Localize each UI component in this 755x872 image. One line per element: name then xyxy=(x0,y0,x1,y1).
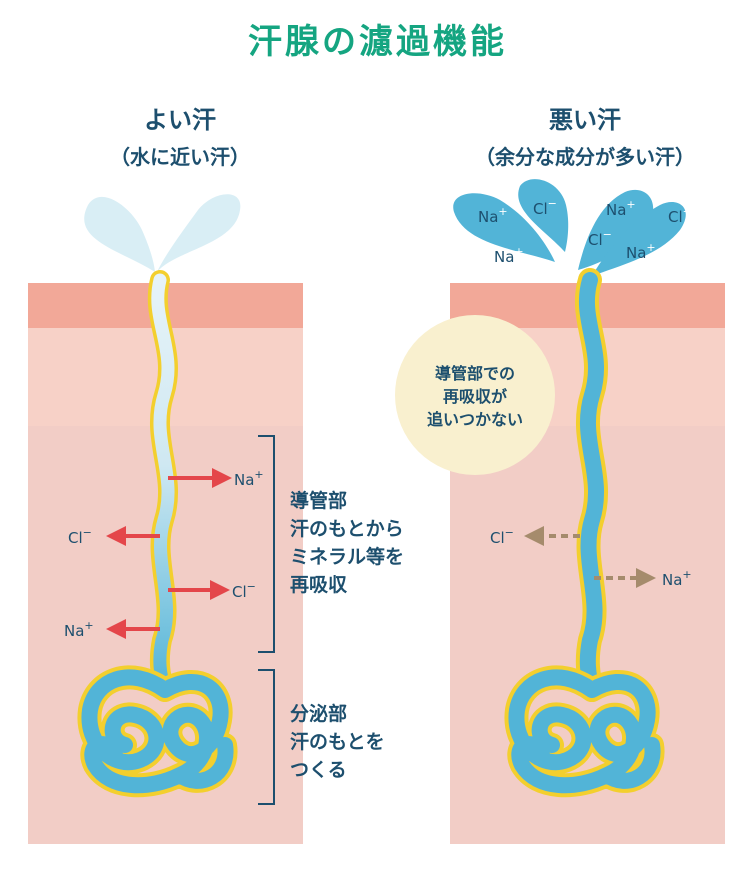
ion-label-na: Na+ xyxy=(494,245,524,266)
secretory-label: 分泌部 汗のもとを つくる xyxy=(290,700,385,784)
ion-label-cl: Cl− xyxy=(533,197,557,218)
duct-label-title: 導管部 xyxy=(290,490,348,512)
good-sweat-heading: よい汗 xyxy=(144,106,216,134)
bad-sweat-heading: 悪い汗 xyxy=(549,106,621,134)
ion-label-na: Na+ xyxy=(662,568,692,589)
ion-label-cl: Cl− xyxy=(232,580,256,601)
bubble-line: 再吸収が xyxy=(442,387,507,406)
bad-sweat-subheading: （余分な成分が多い汗） xyxy=(475,145,695,169)
salty-sweat-droplet xyxy=(592,201,686,276)
duct-label-line: 再吸収 xyxy=(290,574,348,596)
bubble-text: 導管部での 再吸収が 追いつかない xyxy=(400,362,550,431)
clear-sweat-droplet xyxy=(84,196,155,272)
secretory-label-line: つくる xyxy=(290,759,347,781)
ion-label-cl: Cl− xyxy=(490,526,514,547)
explanation-bubble xyxy=(395,315,555,475)
secretory-label-title: 分泌部 xyxy=(290,703,348,725)
salty-sweat-droplet xyxy=(578,189,654,270)
bubble-line: 導管部での xyxy=(434,364,515,383)
duct-bracket xyxy=(258,435,275,653)
clear-sweat-droplet xyxy=(157,194,241,272)
ion-label-na: Na+ xyxy=(606,198,636,219)
ion-label-na: Na+ xyxy=(64,619,94,640)
right-column-heading: 悪い汗 （余分な成分が多い汗） xyxy=(450,100,720,170)
bubble-line: 追いつかない xyxy=(426,410,523,429)
duct-label-line: ミネラル等を xyxy=(290,546,405,568)
left-column-heading: よい汗 （水に近い汗） xyxy=(60,100,300,170)
secretory-label-line: 汗のもとを xyxy=(290,731,385,753)
salty-sweat-droplets xyxy=(453,179,686,276)
ion-label-na: Na+ xyxy=(626,241,656,262)
right-secretory-coil xyxy=(504,665,665,798)
good-sweat-subheading: （水に近い汗） xyxy=(110,145,250,169)
right-sweat-duct xyxy=(574,268,608,702)
ion-label-cl: Cl− xyxy=(68,526,92,547)
salty-sweat-droplet xyxy=(453,193,555,262)
ion-label-na: Na+ xyxy=(234,468,264,489)
ion-label-cl: Cl− xyxy=(668,205,692,226)
secretory-bracket xyxy=(258,669,275,805)
duct-label: 導管部 汗のもとから ミネラル等を 再吸収 xyxy=(290,487,404,599)
ion-label-na: Na+ xyxy=(478,205,508,226)
left-secretory-coil xyxy=(77,665,238,798)
salty-sweat-droplet xyxy=(518,179,569,252)
ion-label-cl: Cl− xyxy=(588,228,612,249)
duct-label-line: 汗のもとから xyxy=(290,518,404,540)
page-title: 汗腺の濾過機能 xyxy=(248,22,507,62)
left-sweat-duct xyxy=(147,270,178,700)
